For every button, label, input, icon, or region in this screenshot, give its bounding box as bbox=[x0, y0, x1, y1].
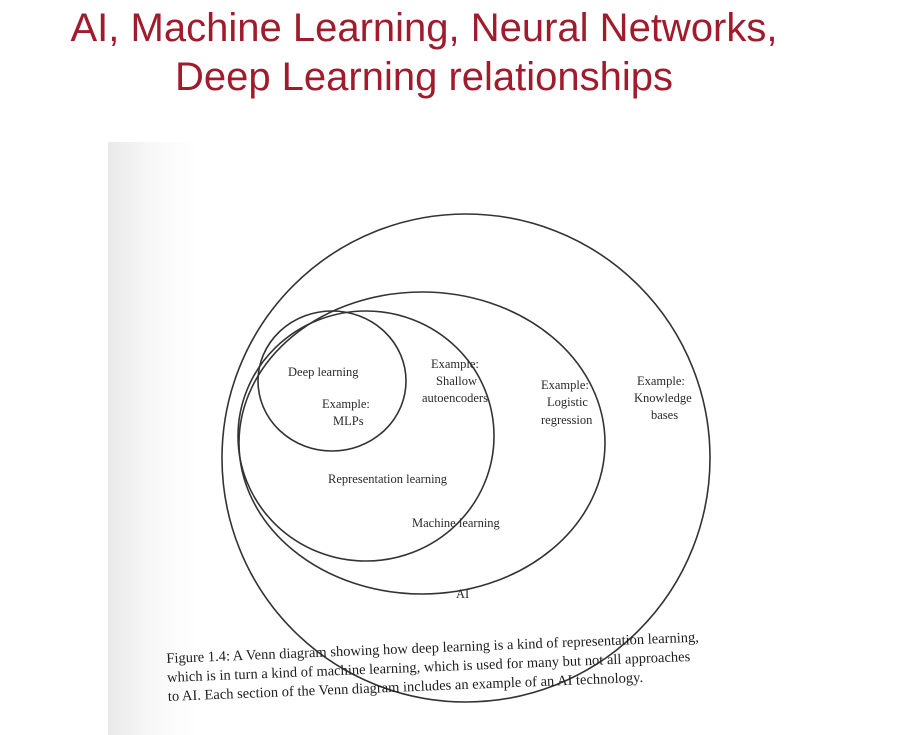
slide-title-line-2: Deep Learning relationships bbox=[174, 55, 674, 99]
machine-learning-circle bbox=[238, 291, 606, 595]
deep-learning-circle bbox=[257, 310, 407, 452]
representation-example-2: Shallow bbox=[436, 374, 477, 388]
ai-example-2: Knowledge bbox=[634, 391, 692, 405]
machine-learning-label: Machine learning bbox=[412, 516, 501, 530]
ai-example-1: Example: bbox=[637, 374, 685, 388]
representation-learning-circle bbox=[237, 310, 495, 562]
deep-learning-example-1: Example: bbox=[322, 397, 370, 411]
representation-example-1: Example: bbox=[431, 357, 479, 371]
deep-learning-label: Deep learning bbox=[288, 365, 359, 379]
machine-learning-example-3: regression bbox=[541, 413, 593, 427]
slide-title-line-1: AI, Machine Learning, Neural Networks, bbox=[70, 6, 778, 50]
machine-learning-example-2: Logistic bbox=[547, 395, 588, 409]
representation-learning-label: Representation learning bbox=[328, 472, 448, 486]
ai-circle bbox=[221, 213, 711, 703]
machine-learning-example-1: Example: bbox=[541, 378, 589, 392]
scanned-figure: Deep learning Example: MLPs Example: Sha… bbox=[108, 142, 901, 735]
representation-example-3: autoencoders bbox=[422, 391, 488, 405]
deep-learning-example-2: MLPs bbox=[333, 414, 364, 428]
venn-diagram: Deep learning Example: MLPs Example: Sha… bbox=[221, 213, 711, 703]
slide-title: AI, Machine Learning, Neural Networks, D… bbox=[0, 4, 848, 102]
ai-example-3: bases bbox=[651, 408, 678, 422]
ai-label: AI bbox=[456, 587, 469, 601]
